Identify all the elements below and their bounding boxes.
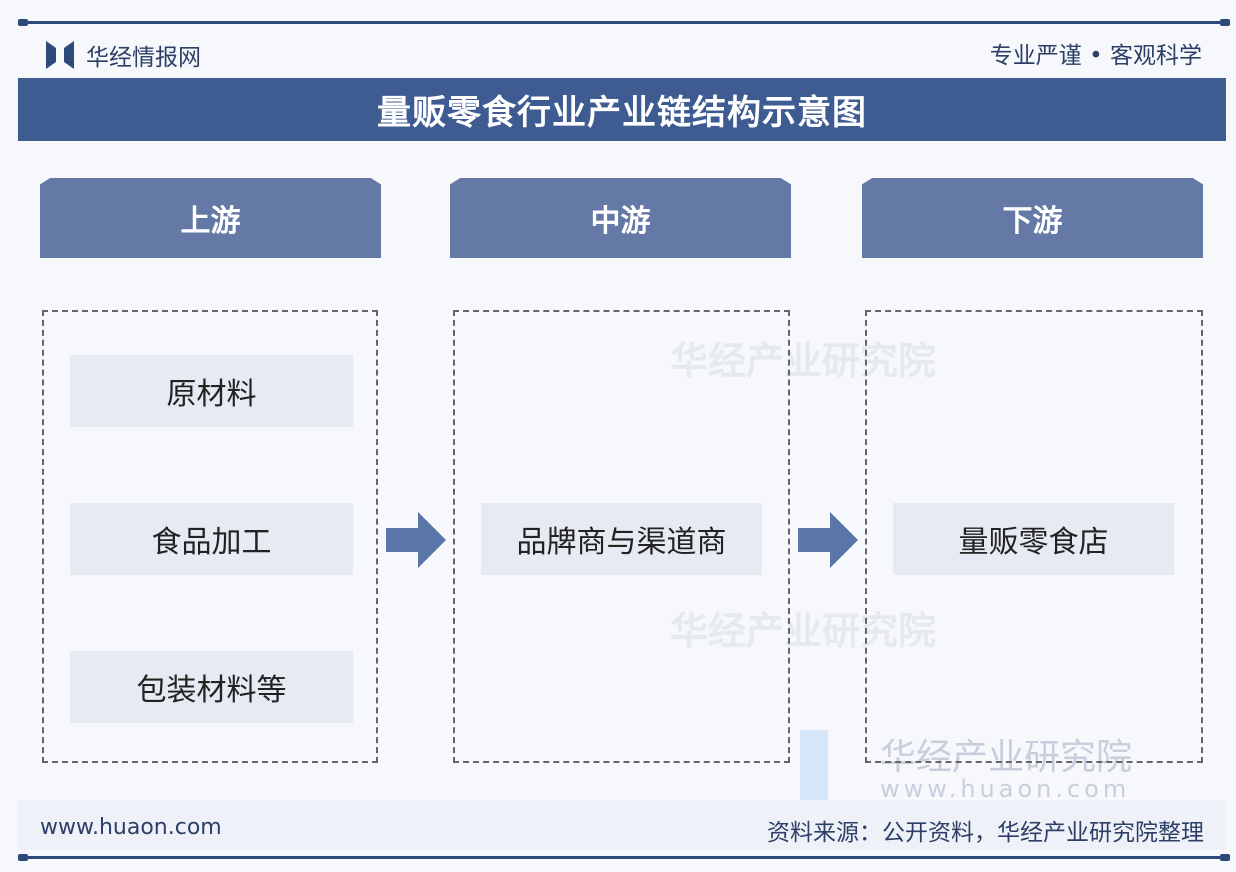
logo-icon: [46, 41, 74, 69]
logo-text: 华经情报网: [86, 45, 201, 71]
source-note: 资料来源：公开资料，华经产业研究院整理: [767, 820, 1204, 846]
top-divider: [18, 19, 1230, 26]
footer-band: [18, 800, 1226, 850]
downstream-item: 量贩零食店: [893, 503, 1174, 575]
watermark-logo-icon: [800, 730, 828, 800]
watermark: 华经产业研究院: [880, 737, 1133, 778]
midstream-item: 品牌商与渠道商: [481, 503, 762, 575]
column-header-upstream: 上游: [40, 178, 381, 258]
arrow-right-icon: [386, 512, 446, 568]
midstream-group: [453, 310, 790, 763]
upstream-item: 食品加工: [70, 503, 353, 575]
footer-url: www.huaon.com: [40, 815, 222, 840]
upstream-group: [42, 310, 378, 763]
tagline: 专业严谨 • 客观科学: [989, 43, 1202, 69]
watermark: 华经产业研究院: [670, 609, 937, 653]
downstream-group: [865, 310, 1203, 763]
watermark-url: www.huaon.com: [880, 775, 1131, 803]
diagram-title: 量贩零食行业产业链结构示意图: [18, 78, 1226, 141]
column-header-downstream: 下游: [862, 178, 1203, 258]
upstream-item: 原材料: [70, 355, 353, 427]
arrow-right-icon: [798, 512, 858, 568]
column-header-midstream: 中游: [450, 178, 791, 258]
upstream-item: 包装材料等: [70, 651, 353, 723]
logo: 华经情报网: [46, 38, 201, 72]
bottom-divider: [18, 854, 1230, 861]
watermark: 华经产业研究院: [670, 339, 937, 383]
